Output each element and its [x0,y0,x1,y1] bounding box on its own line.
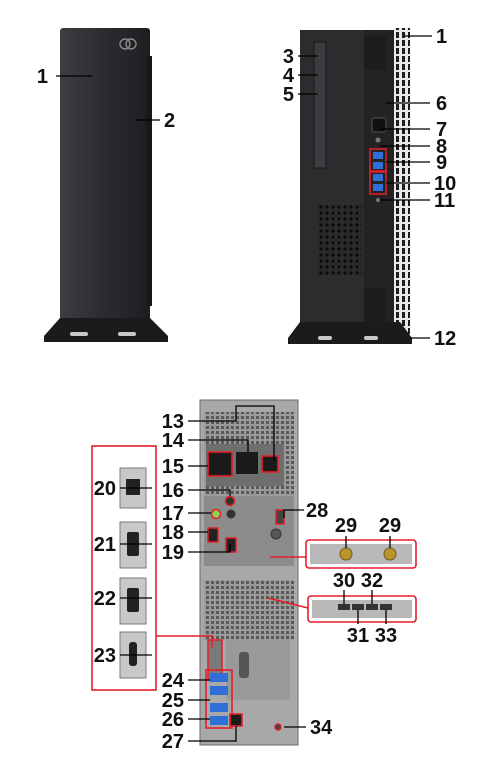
callout-side-6: 6 [436,93,447,115]
side-view [288,28,412,344]
front-stand-foot-left [70,332,88,336]
callout-side-1: 1 [436,26,447,48]
side-stand-foot [318,336,332,340]
callout-rear-15: 15 [162,456,184,478]
displayport-2 [225,537,237,553]
callout-rear-19: 19 [162,542,184,564]
audio-line-out [210,508,222,520]
power-inlet [207,451,233,477]
callout-side-3: 3 [283,46,294,68]
activity-led [376,198,380,202]
callout-front-2: 2 [164,110,175,132]
callout-rear-28: 28 [306,500,328,522]
audio-line-in [224,495,236,507]
displayport-1 [207,527,219,543]
callout-rear-27: 27 [162,731,184,753]
front-stand-foot-right [118,332,136,336]
optical-drive-bay [313,41,327,169]
callout-rear-14: 14 [162,430,185,452]
callout-rear-33: 33 [375,625,397,647]
rear-lower-grille [204,580,294,640]
callout-front-1: 1 [37,66,48,88]
callout-rear-34: 34 [310,717,333,739]
callout-rear-13: 13 [162,411,184,433]
callout-rear-20: 20 [94,478,116,500]
voltage-switch-outlet [236,452,258,474]
bottom-handle [364,288,386,322]
callout-rear-29b: 29 [379,515,401,537]
audio-mic [226,509,236,519]
rear-usb-highlight [205,669,233,729]
callout-side-7: 7 [436,119,447,141]
callout-labels: 1 2 1 3 4 5 6 7 8 9 10 11 12 13 14 15 16… [37,26,456,753]
callout-side-11: 11 [434,190,455,212]
power-button-icon [371,117,387,133]
rear-screw [274,723,282,731]
leader-lines [56,35,432,742]
callout-rear-31: 31 [347,625,369,647]
rear-usb-ports [210,673,228,725]
front-stand [44,318,168,342]
side-stand [288,322,412,344]
rear-vga-port [239,652,249,678]
side-fan-grille [318,205,362,275]
side-vent-strip [394,28,410,334]
callout-rear-22: 22 [94,588,116,610]
callout-rear-18: 18 [162,522,184,544]
callout-rear-24: 24 [162,670,185,692]
top-handle [364,36,386,70]
option-box-serial [307,595,417,623]
callout-rear-29a: 29 [335,515,357,537]
callout-side-8: 8 [436,136,447,158]
side-stand-foot-2 [364,336,378,340]
front-side-edge [146,56,152,306]
rear-view [199,399,299,746]
rear-clasp [270,528,282,540]
front-case [60,28,150,328]
headset-jack [375,137,381,143]
front-view [44,28,168,342]
callout-side-12: 12 [434,328,456,350]
option-panel-left [91,445,157,691]
side-usb-ports [373,152,383,191]
rear-slot-area [226,640,290,700]
callout-rear-16: 16 [162,480,184,502]
callout-rear-17: 17 [162,503,184,525]
callout-side-5: 5 [283,84,294,106]
option-box-antenna [305,539,417,569]
fujitsu-logo-icon [119,38,137,50]
psu-switch [261,455,279,473]
callout-rear-23: 23 [94,645,116,667]
callout-side-9: 9 [436,152,447,174]
callout-rear-26: 26 [162,709,184,731]
highlight-connectors [156,556,309,648]
callout-side-10: 10 [434,173,456,195]
callout-rear-25: 25 [162,690,184,712]
callout-rear-32: 32 [361,570,383,592]
callout-side-4: 4 [283,65,295,87]
kensington-lock [275,509,285,525]
lan-port [229,713,243,727]
callout-rear-21: 21 [94,534,116,556]
callout-rear-30: 30 [333,570,355,592]
